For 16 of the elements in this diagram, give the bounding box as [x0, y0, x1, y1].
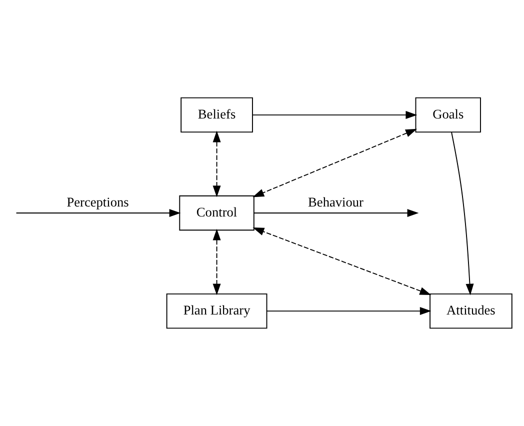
- arrow: [252, 128, 418, 198]
- node-box: Plan Library: [166, 293, 268, 329]
- node-box: Beliefs: [180, 97, 253, 133]
- edge-label: Behaviour: [308, 194, 364, 210]
- node-box: Control: [179, 195, 254, 231]
- arrow: [266, 307, 432, 316]
- arrow: [212, 130, 221, 198]
- arrow: [254, 209, 419, 217]
- node-box: Attitudes: [430, 293, 512, 329]
- arrow: [451, 132, 474, 296]
- edge-label: Perceptions: [66, 194, 129, 210]
- node-box: Goals: [415, 97, 481, 133]
- arrow: [252, 228, 432, 296]
- arrow: [16, 209, 181, 217]
- arrow: [212, 228, 221, 296]
- arrow: [252, 110, 418, 119]
